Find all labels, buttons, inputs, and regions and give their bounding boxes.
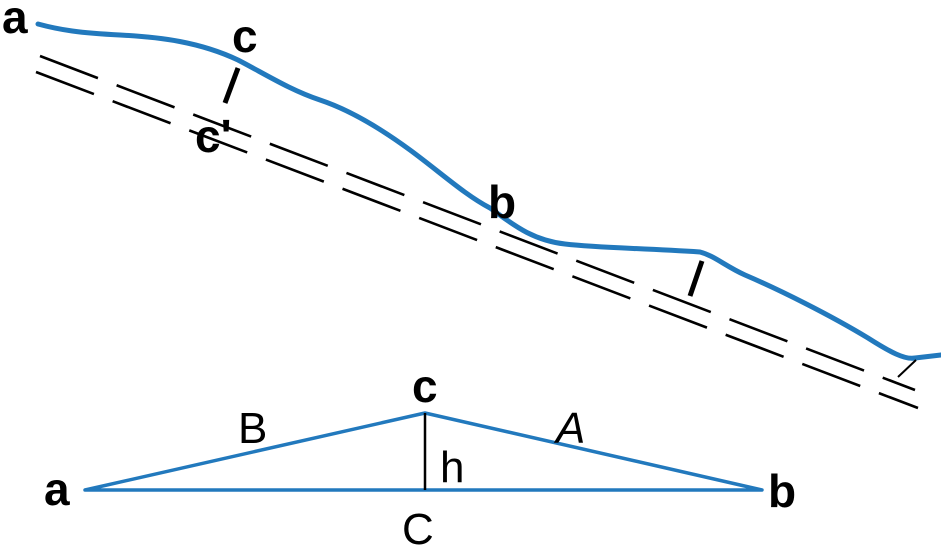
label-h-height: h	[440, 443, 464, 492]
offset-segment-right	[687, 260, 705, 297]
label-b-upper: b	[488, 176, 516, 228]
label-b-lower: b	[768, 465, 796, 517]
label-B-side: B	[238, 404, 267, 453]
label-A-side: A	[553, 404, 585, 453]
dashed-reference-line-lower	[35, 70, 919, 410]
label-C-foot: C	[402, 505, 434, 553]
label-c-upper: c	[232, 10, 258, 62]
lower-diagram: a b c C h B A	[44, 360, 796, 553]
dashed-reference-line-upper	[39, 54, 916, 392]
offset-segment-c	[222, 67, 241, 104]
label-a-lower: a	[44, 463, 70, 515]
label-a-upper: a	[2, 0, 28, 43]
label-c-prime: c'	[195, 110, 232, 162]
terrain-profile-curve	[35, 21, 941, 361]
end-marker	[897, 359, 917, 378]
label-c-lower: c	[412, 360, 438, 412]
triangle	[83, 411, 764, 492]
upper-diagram: a c c' b	[2, 0, 941, 410]
